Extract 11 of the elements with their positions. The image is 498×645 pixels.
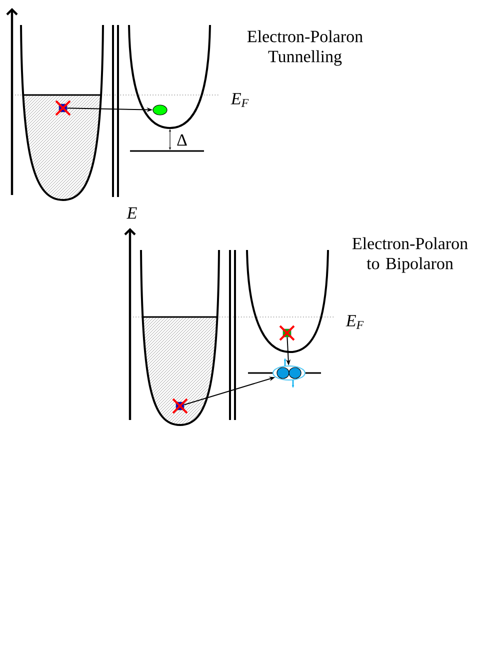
crossed-particle bbox=[279, 325, 295, 341]
panel-title: Electron-Polaron Tunnelling bbox=[247, 30, 363, 66]
fermi-energy-label: E$_{F}$ bbox=[230, 93, 249, 107]
axis-label: E bbox=[126, 207, 137, 219]
crossed-particle bbox=[55, 100, 71, 116]
bipolaron bbox=[272, 358, 306, 388]
gap-label: Δ bbox=[177, 134, 187, 146]
crossed-particle bbox=[172, 398, 188, 414]
fermi-energy-label: E$_{F}$ bbox=[346, 315, 364, 329]
polaron bbox=[152, 104, 168, 116]
panel-title: Electron-Polaron to Bipolaron bbox=[352, 237, 468, 273]
